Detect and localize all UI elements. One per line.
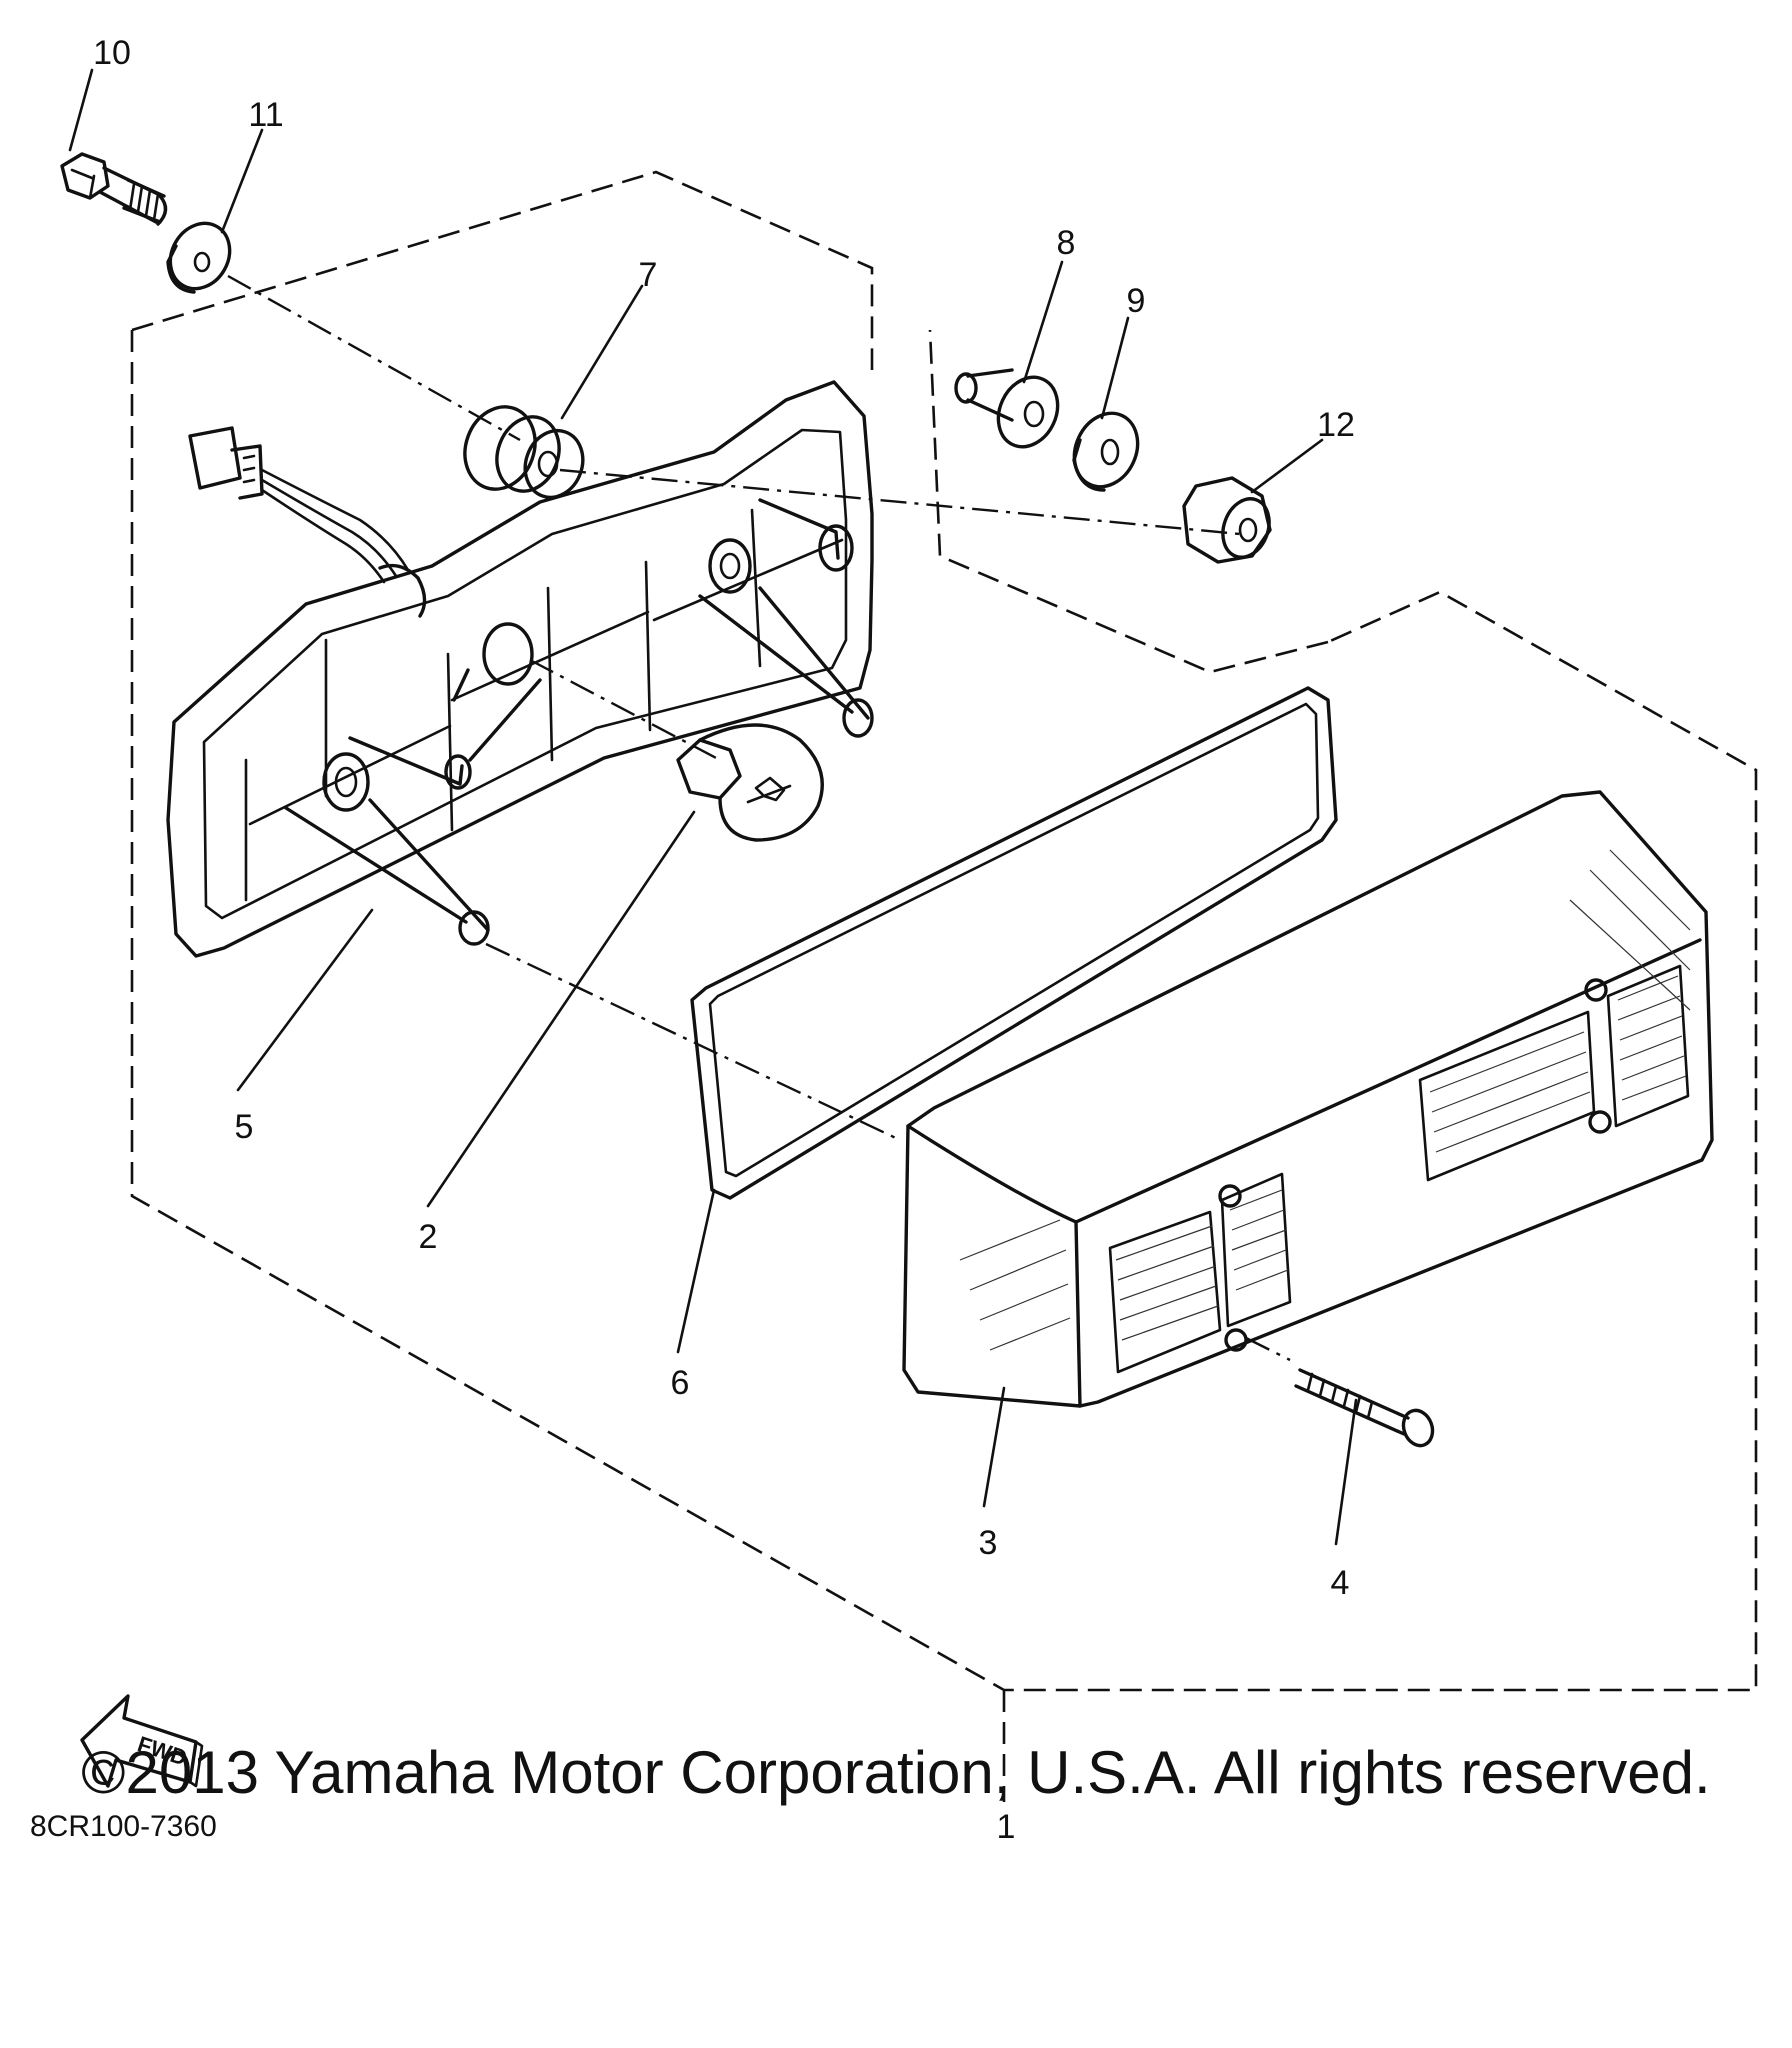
- callout-2: 2: [419, 1218, 438, 1256]
- nut-part-12: [1182, 476, 1272, 564]
- lens-part-3: [902, 790, 1714, 1408]
- washer-part-11: [166, 221, 232, 294]
- screw-part-4: [1294, 1368, 1435, 1448]
- bulb-part-2: [676, 723, 824, 842]
- housing-part-5: [166, 380, 874, 958]
- washer-part-9: [1072, 411, 1140, 492]
- gasket-part-6: [690, 686, 1338, 1200]
- wire-harness-connector: [188, 426, 427, 618]
- callout-1: 1: [997, 1808, 1016, 1846]
- center-lines: [227, 274, 1291, 1362]
- callout-8: 8: [1057, 224, 1076, 262]
- copyright-notice: ©2013 Yamaha Motor Corporation, U.S.A. A…: [81, 1739, 1711, 1806]
- callout-7: 7: [639, 256, 658, 294]
- callout-leaders: [68, 68, 1358, 1546]
- callout-4: 4: [1331, 1564, 1350, 1602]
- collar-part-8: [954, 368, 1060, 449]
- bolt-part-10: [60, 152, 168, 226]
- callout-10: 10: [93, 34, 131, 72]
- callout-11: 11: [248, 96, 283, 134]
- drawing-code: 8CR100-7360: [30, 1810, 217, 1843]
- callout-5: 5: [235, 1108, 254, 1146]
- callout-9: 9: [1127, 282, 1146, 320]
- callout-6: 6: [671, 1364, 690, 1402]
- assembly-boundary: [130, 170, 1758, 1802]
- callout-12: 12: [1317, 406, 1355, 444]
- grommet-part-7: [463, 405, 585, 500]
- callout-3: 3: [979, 1524, 998, 1562]
- callout-labels: 10 11 7 8 9 12 5 2 6 3 4 1: [93, 34, 1355, 1846]
